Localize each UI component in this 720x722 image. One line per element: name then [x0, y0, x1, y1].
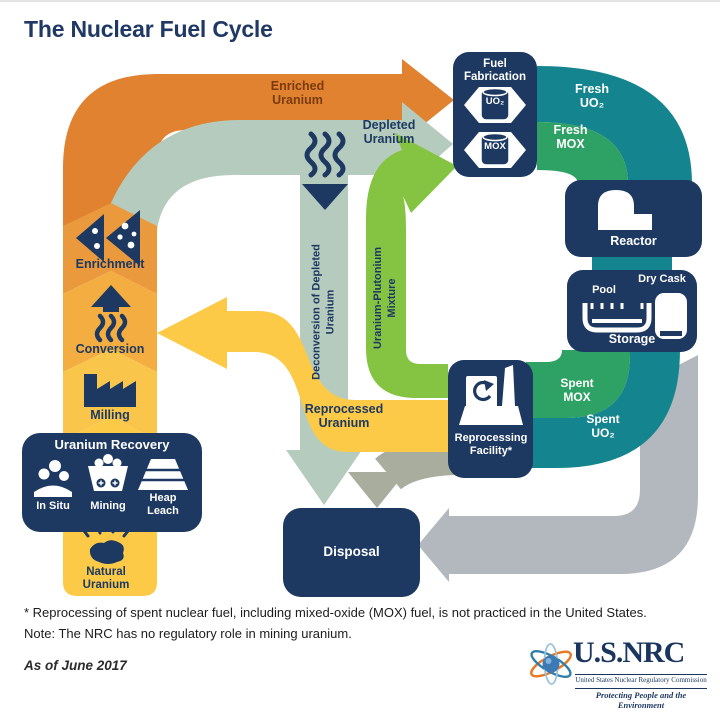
- reactor-icon: [598, 190, 652, 230]
- disposal-node: [283, 508, 420, 597]
- spent-fuel-to-disposal-band: [418, 355, 698, 582]
- milling-icon: [84, 374, 136, 407]
- deconversion-down-arrow-icon: [302, 184, 348, 210]
- fresh-uo2-band: [537, 66, 692, 184]
- heap-leach-icon: [138, 459, 188, 490]
- in-situ-icon: [34, 460, 72, 497]
- uranium-plutonium-band: [366, 133, 457, 398]
- reprocessing-waste-arrowhead: [348, 472, 406, 508]
- dry-cask-icon: [655, 293, 687, 339]
- spent-uo2-band: [526, 350, 680, 468]
- reprocessed-uranium-band: [157, 297, 448, 452]
- nrc-atom-icon: [530, 643, 572, 685]
- fresh-mox-band: [537, 122, 628, 184]
- pool-icon: [582, 303, 652, 333]
- uo2-pellet-icon: [464, 87, 526, 123]
- deconversion-waves-icon: [304, 131, 346, 178]
- conversion-icon: [91, 285, 131, 343]
- conversion-chevron: [63, 271, 157, 372]
- mox-pellet-icon: [464, 132, 526, 168]
- depleted-uranium-band: [110, 102, 453, 505]
- spent-mox-band: [526, 350, 630, 418]
- enrichment-icon: [76, 210, 140, 266]
- mining-cart-icon: [88, 454, 128, 491]
- top-border-line: [0, 0, 720, 2]
- enriched-uranium-band: [63, 59, 454, 230]
- reprocessing-facility-icon: [459, 365, 523, 425]
